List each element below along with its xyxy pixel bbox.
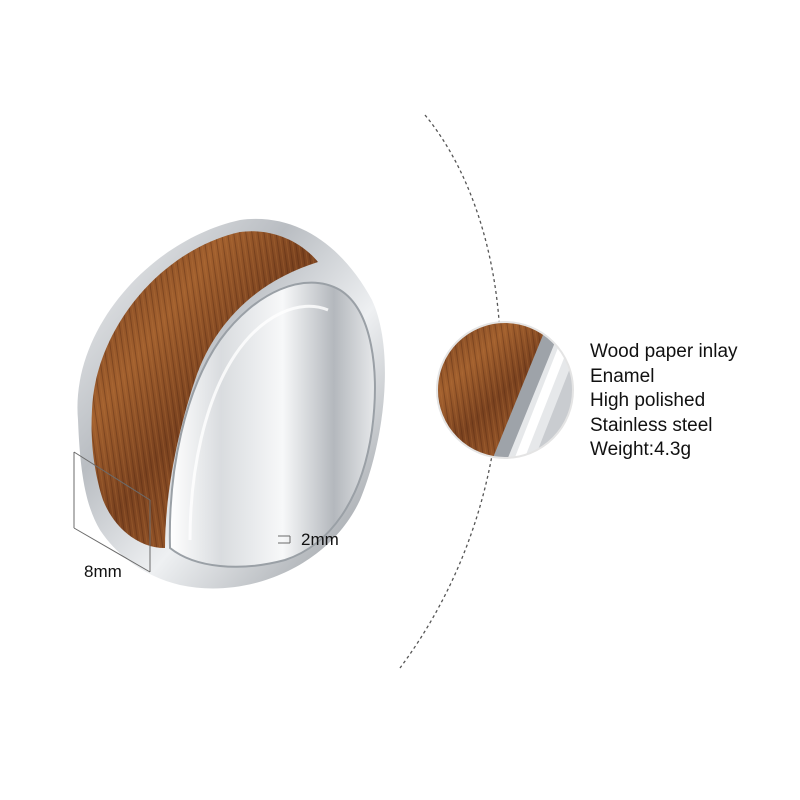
spec-item: Wood paper inlay <box>590 341 738 362</box>
ring <box>77 218 385 589</box>
thickness-label: 2mm <box>301 530 339 549</box>
spec-item: Stainless steel <box>590 414 713 436</box>
width-label: 8mm <box>84 562 122 581</box>
detail-zoom-circle <box>436 321 574 459</box>
spec-item: Enamel <box>590 365 655 387</box>
spec-item: High polished <box>590 390 706 411</box>
width-dimension-mark <box>73 451 151 573</box>
spec-item: Weight:4.3g <box>590 439 692 460</box>
spec-list: Wood paper inlay Enamel High polished St… <box>590 340 738 463</box>
thickness-dimension-mark <box>278 535 291 544</box>
